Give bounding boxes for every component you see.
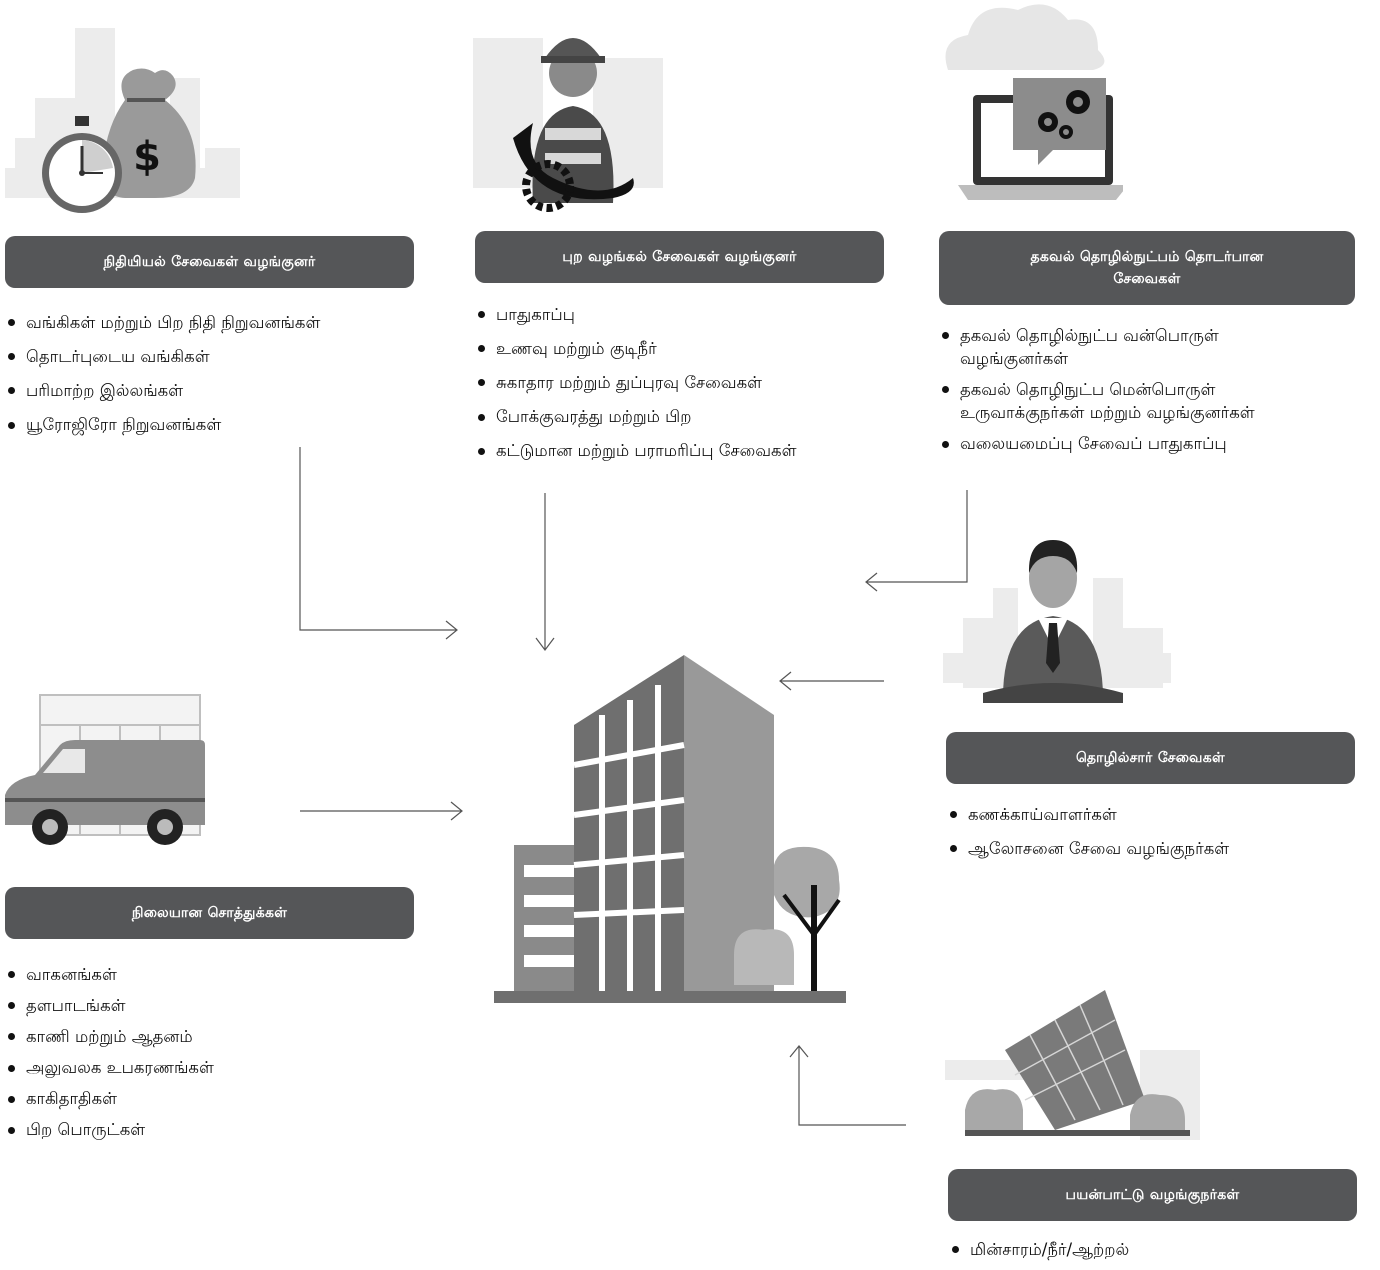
list-item: யூரோஜிரோ நிறுவனங்கள் (7, 413, 320, 436)
arrow-it (865, 490, 968, 592)
arrow-utility (789, 1045, 906, 1126)
office-building-icon (494, 655, 846, 1003)
utility-providers-header: பயன்பாட்டு வழங்குநர்கள் (948, 1169, 1357, 1221)
financial-services-header: நிதியியல் சேவைகள் வழங்குனர் (5, 236, 414, 288)
outsourcing-services-title: புற வழங்கல் சேவைகள் வழங்குனர் (562, 248, 797, 265)
list-item: கட்டுமான மற்றும் பராமரிப்பு சேவைகள் (477, 439, 796, 462)
professional-services-title: தொழில்சார் சேவைகள் (1076, 749, 1225, 766)
list-item: வங்கிகள் மற்றும் பிற நிதி நிறுவனங்கள் (7, 311, 320, 334)
outsourcing-services-list: பாதுகாப்பு உணவு மற்றும் குடிநீர் சுகாதார… (477, 303, 796, 462)
businessman-icon (943, 540, 1171, 703)
it-services-title-line2: சேவைகள் (1113, 271, 1181, 287)
it-services-header: தகவல் தொழில்நுட்பம் தொடர்பான சேவைகள் (939, 231, 1355, 305)
professional-services-header: தொழில்சார் சேவைகள் (946, 732, 1355, 784)
solar-panel-icon (945, 990, 1200, 1140)
worker-gear-icon (473, 38, 663, 212)
list-item: மின்சாரம்/நீர்/ஆற்றல் (951, 1238, 1129, 1261)
list-item: உணவு மற்றும் குடிநீர் (477, 337, 796, 360)
list-item: ஆலோசனை சேவை வழங்குநர்கள் (949, 837, 1229, 860)
laptop-cloud-gears-icon (945, 4, 1123, 200)
list-item: காணி மற்றும் ஆதனம் (7, 1025, 214, 1048)
list-item: அலுவலக உபகரணங்கள் (7, 1056, 214, 1079)
list-item: வாகனங்கள் (7, 963, 214, 986)
list-item: தகவல் தொழில்நுட்ப வன்பொருள் வழங்குனர்கள் (941, 324, 1290, 370)
outsourcing-services-header: புற வழங்கல் சேவைகள் வழங்குனர் (475, 231, 884, 283)
professional-services-list: கணக்காய்வாளர்கள் ஆலோசனை சேவை வழங்குநர்கள… (949, 803, 1229, 860)
fixed-assets-title: நிலையான சொத்துக்கள் (131, 904, 288, 921)
utility-providers-list: மின்சாரம்/நீர்/ஆற்றல் (951, 1238, 1129, 1261)
financial-services-list: வங்கிகள் மற்றும் பிற நிதி நிறுவனங்கள் தொ… (7, 311, 320, 436)
money-bag-stopwatch-icon: $ (5, 28, 240, 213)
list-item: பாதுகாப்பு (477, 303, 796, 326)
arrow-outsourcing (535, 493, 555, 651)
it-services-list: தகவல் தொழில்நுட்ப வன்பொருள் வழங்குனர்கள்… (941, 324, 1336, 455)
arrow-professional (779, 671, 884, 691)
svg-text:$: $ (133, 134, 161, 180)
utility-providers-title: பயன்பாட்டு வழங்குநர்கள் (1065, 1186, 1240, 1203)
list-item: வலையமைப்பு சேவைப் பாதுகாப்பு (941, 432, 1336, 455)
list-item: தொடர்புடைய வங்கிகள் (7, 345, 320, 368)
fixed-assets-header: நிலையான சொத்துக்கள் (5, 887, 414, 939)
list-item: காகிதாதிகள் (7, 1087, 214, 1110)
van-icon (5, 694, 205, 845)
arrow-fixed-assets (300, 801, 463, 821)
list-item: தளபாடங்கள் (7, 994, 214, 1017)
it-services-title-line1: தகவல் தொழில்நுட்பம் தொடர்பான (1030, 248, 1264, 265)
list-item: சுகாதார மற்றும் துப்புரவு சேவைகள் (477, 371, 796, 394)
fixed-assets-list: வாகனங்கள் தளபாடங்கள் காணி மற்றும் ஆதனம் … (7, 963, 214, 1142)
list-item: போக்குவரத்து மற்றும் பிற (477, 405, 796, 428)
financial-services-title: நிதியியல் சேவைகள் வழங்குனர் (103, 253, 316, 270)
arrow-financial (299, 447, 458, 640)
list-item: பரிமாற்ற இல்லங்கள் (7, 379, 320, 402)
list-item: தகவல் தொழிநுட்ப மென்பொருள் உருவாக்குநர்க… (941, 378, 1336, 424)
list-item: கணக்காய்வாளர்கள் (949, 803, 1229, 826)
list-item: பிற பொருட்கள் (7, 1118, 214, 1141)
